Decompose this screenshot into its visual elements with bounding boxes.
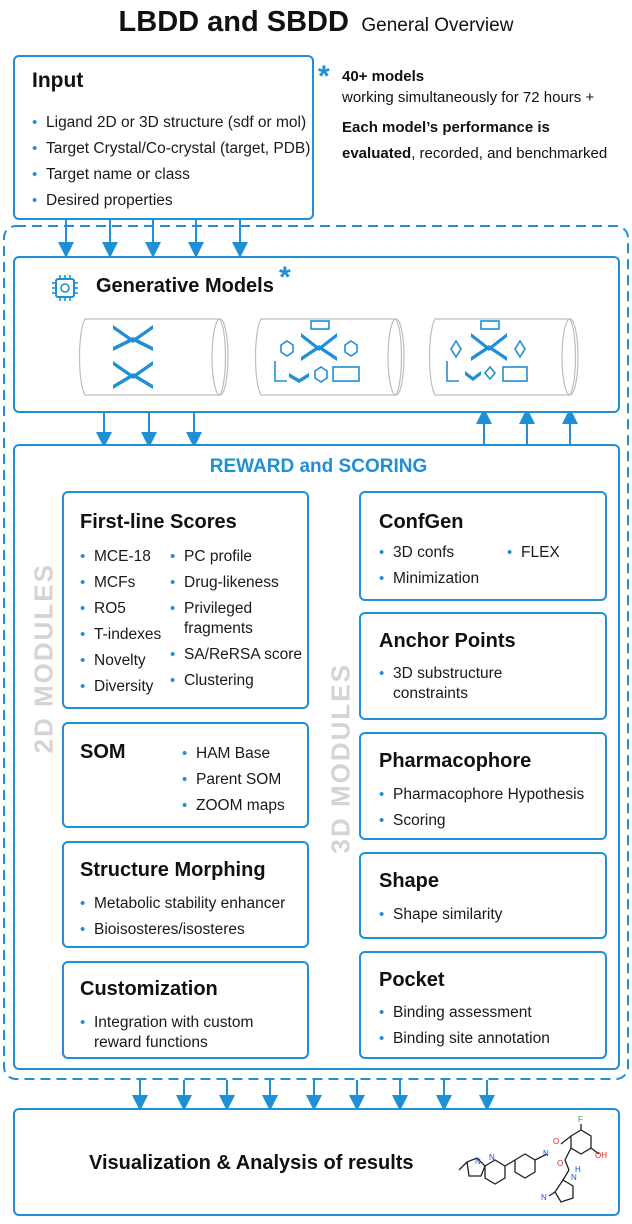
confgen-list-right: FLEX: [507, 543, 597, 563]
confgen-item: Minimization: [379, 569, 509, 589]
pocket-item: Binding assessment: [379, 1003, 605, 1023]
input-title: Input: [32, 69, 84, 92]
pharmacophore-title: Pharmacophore: [379, 750, 532, 772]
shape-list: Shape similarity: [379, 905, 605, 925]
score-item: T-indexes: [80, 625, 180, 645]
score-item: MCFs: [80, 573, 180, 593]
atom-label: N: [543, 1149, 549, 1158]
page-header: LBDD and SBDD General Overview: [0, 6, 632, 39]
morphing-item: Bioisosteres/isosteres: [80, 920, 308, 940]
molecule-structure: N N N O OH O F H N N: [453, 1110, 621, 1214]
customization-title: Customization: [80, 978, 218, 1000]
model-cylinder-3: [425, 315, 580, 399]
generative-title: Generative Models: [96, 275, 274, 297]
atom-label: N: [541, 1193, 547, 1202]
first-line-right-list: PC profile Drug-likeness Privileged frag…: [170, 547, 308, 691]
label-3d-modules: 3D MODULES: [325, 663, 356, 854]
score-item: Drug-likeness: [170, 573, 308, 593]
confgen-list-left: 3D confs Minimization: [379, 543, 509, 589]
morphing-item: Metabolic stability enhancer: [80, 894, 308, 914]
atom-label: H: [575, 1165, 581, 1174]
input-item: Ligand 2D or 3D structure (sdf or mol): [32, 113, 312, 133]
atom-label: OH: [595, 1151, 607, 1160]
som-box: SOM HAM Base Parent SOM ZOOM maps: [62, 722, 309, 828]
input-box: Input Ligand 2D or 3D structure (sdf or …: [13, 55, 314, 220]
som-list: HAM Base Parent SOM ZOOM maps: [182, 744, 307, 816]
som-item: ZOOM maps: [182, 796, 307, 816]
input-list: Ligand 2D or 3D structure (sdf or mol) T…: [32, 113, 312, 211]
shape-item: Shape similarity: [379, 905, 605, 925]
som-item: Parent SOM: [182, 770, 307, 790]
score-item: Privileged fragments: [170, 599, 276, 639]
label-2d-modules: 2D MODULES: [28, 563, 59, 754]
customization-box: Customization Integration with custom re…: [62, 961, 309, 1059]
first-line-scores-box: First-line Scores MCE-18 MCFs RO5 T-inde…: [62, 491, 309, 709]
atom-label: N: [571, 1173, 577, 1182]
visualization-title: Visualization & Analysis of results: [89, 1152, 414, 1174]
customization-list: Integration with custom reward functions: [80, 1013, 270, 1053]
score-item: SA/ReRSA score: [170, 645, 308, 665]
page-subtitle: General Overview: [361, 15, 514, 36]
note-line2: working simultaneously for 72 hours +: [342, 89, 595, 106]
som-item: HAM Base: [182, 744, 307, 764]
atom-label: N: [489, 1153, 495, 1162]
pocket-box: Pocket Binding assessment Binding site a…: [359, 951, 607, 1059]
confgen-box: ConfGen 3D confs Minimization FLEX: [359, 491, 607, 601]
score-item: PC profile: [170, 547, 308, 567]
structure-morphing-box: Structure Morphing Metabolic stability e…: [62, 841, 309, 948]
atom-label: O: [553, 1137, 559, 1146]
first-line-left-list: MCE-18 MCFs RO5 T-indexes Novelty Divers…: [80, 547, 180, 697]
confgen-item: FLEX: [507, 543, 597, 563]
anchor-item: 3D substructure constraints: [379, 664, 539, 704]
model-cylinder-2: [251, 315, 406, 399]
customization-item: Integration with custom reward functions: [80, 1013, 270, 1053]
atom-label: F: [578, 1115, 583, 1124]
note-line1: 40+ models: [342, 68, 425, 85]
reward-title: REWARD and SCORING: [209, 456, 428, 477]
som-title: SOM: [80, 741, 126, 763]
atom-label: N: [475, 1157, 481, 1166]
score-item: Clustering: [170, 671, 308, 691]
atom-label: O: [557, 1159, 563, 1168]
score-item: Novelty: [80, 651, 180, 671]
anchor-points-box: Anchor Points 3D substructure constraint…: [359, 612, 607, 720]
score-item: RO5: [80, 599, 180, 619]
morphing-list: Metabolic stability enhancer Bioisostere…: [80, 894, 308, 940]
chip-icon: [50, 273, 80, 303]
note-line4: evaluated, recorded, and benchmarked: [342, 143, 627, 164]
pocket-list: Binding assessment Binding site annotati…: [379, 1003, 605, 1049]
pocket-title: Pocket: [379, 969, 445, 991]
shape-box: Shape Shape similarity: [359, 852, 607, 939]
page-title: LBDD and SBDD: [118, 6, 349, 38]
score-item: Diversity: [80, 677, 180, 697]
pharmacophore-list: Pharmacophore Hypothesis Scoring: [379, 785, 605, 831]
morphing-title: Structure Morphing: [80, 859, 266, 881]
shape-title: Shape: [379, 870, 440, 892]
note-line4-bold: evaluated: [342, 145, 412, 162]
input-item: Desired properties: [32, 191, 312, 211]
note-line4-rest: , recorded, and benchmarked: [411, 145, 608, 162]
input-item: Target Crystal/Co-crystal (target, PDB): [32, 139, 312, 159]
anchor-title: Anchor Points: [379, 630, 516, 652]
pharmacophore-box: Pharmacophore Pharmacophore Hypothesis S…: [359, 732, 607, 840]
score-item: MCE-18: [80, 547, 180, 567]
input-item: Target name or class: [32, 165, 312, 185]
generative-models-box: Generative Models *: [13, 256, 620, 413]
generative-asterisk: *: [279, 261, 291, 294]
model-cylinder-1: [75, 315, 230, 399]
note-asterisk: *: [318, 60, 330, 93]
visualization-box: Visualization & Analysis of results N: [13, 1108, 620, 1216]
note-line3: Each model’s performance is: [342, 119, 550, 136]
note-block: 40+ models working simultaneously for 72…: [342, 66, 627, 164]
confgen-item: 3D confs: [379, 543, 509, 563]
first-line-title: First-line Scores: [80, 511, 237, 533]
dashed-frame: [3, 225, 629, 1080]
pharmacophore-item: Scoring: [379, 811, 605, 831]
pocket-item: Binding site annotation: [379, 1029, 605, 1049]
anchor-list: 3D substructure constraints: [379, 664, 539, 704]
confgen-title: ConfGen: [379, 511, 464, 533]
pharmacophore-item: Pharmacophore Hypothesis: [379, 785, 605, 805]
